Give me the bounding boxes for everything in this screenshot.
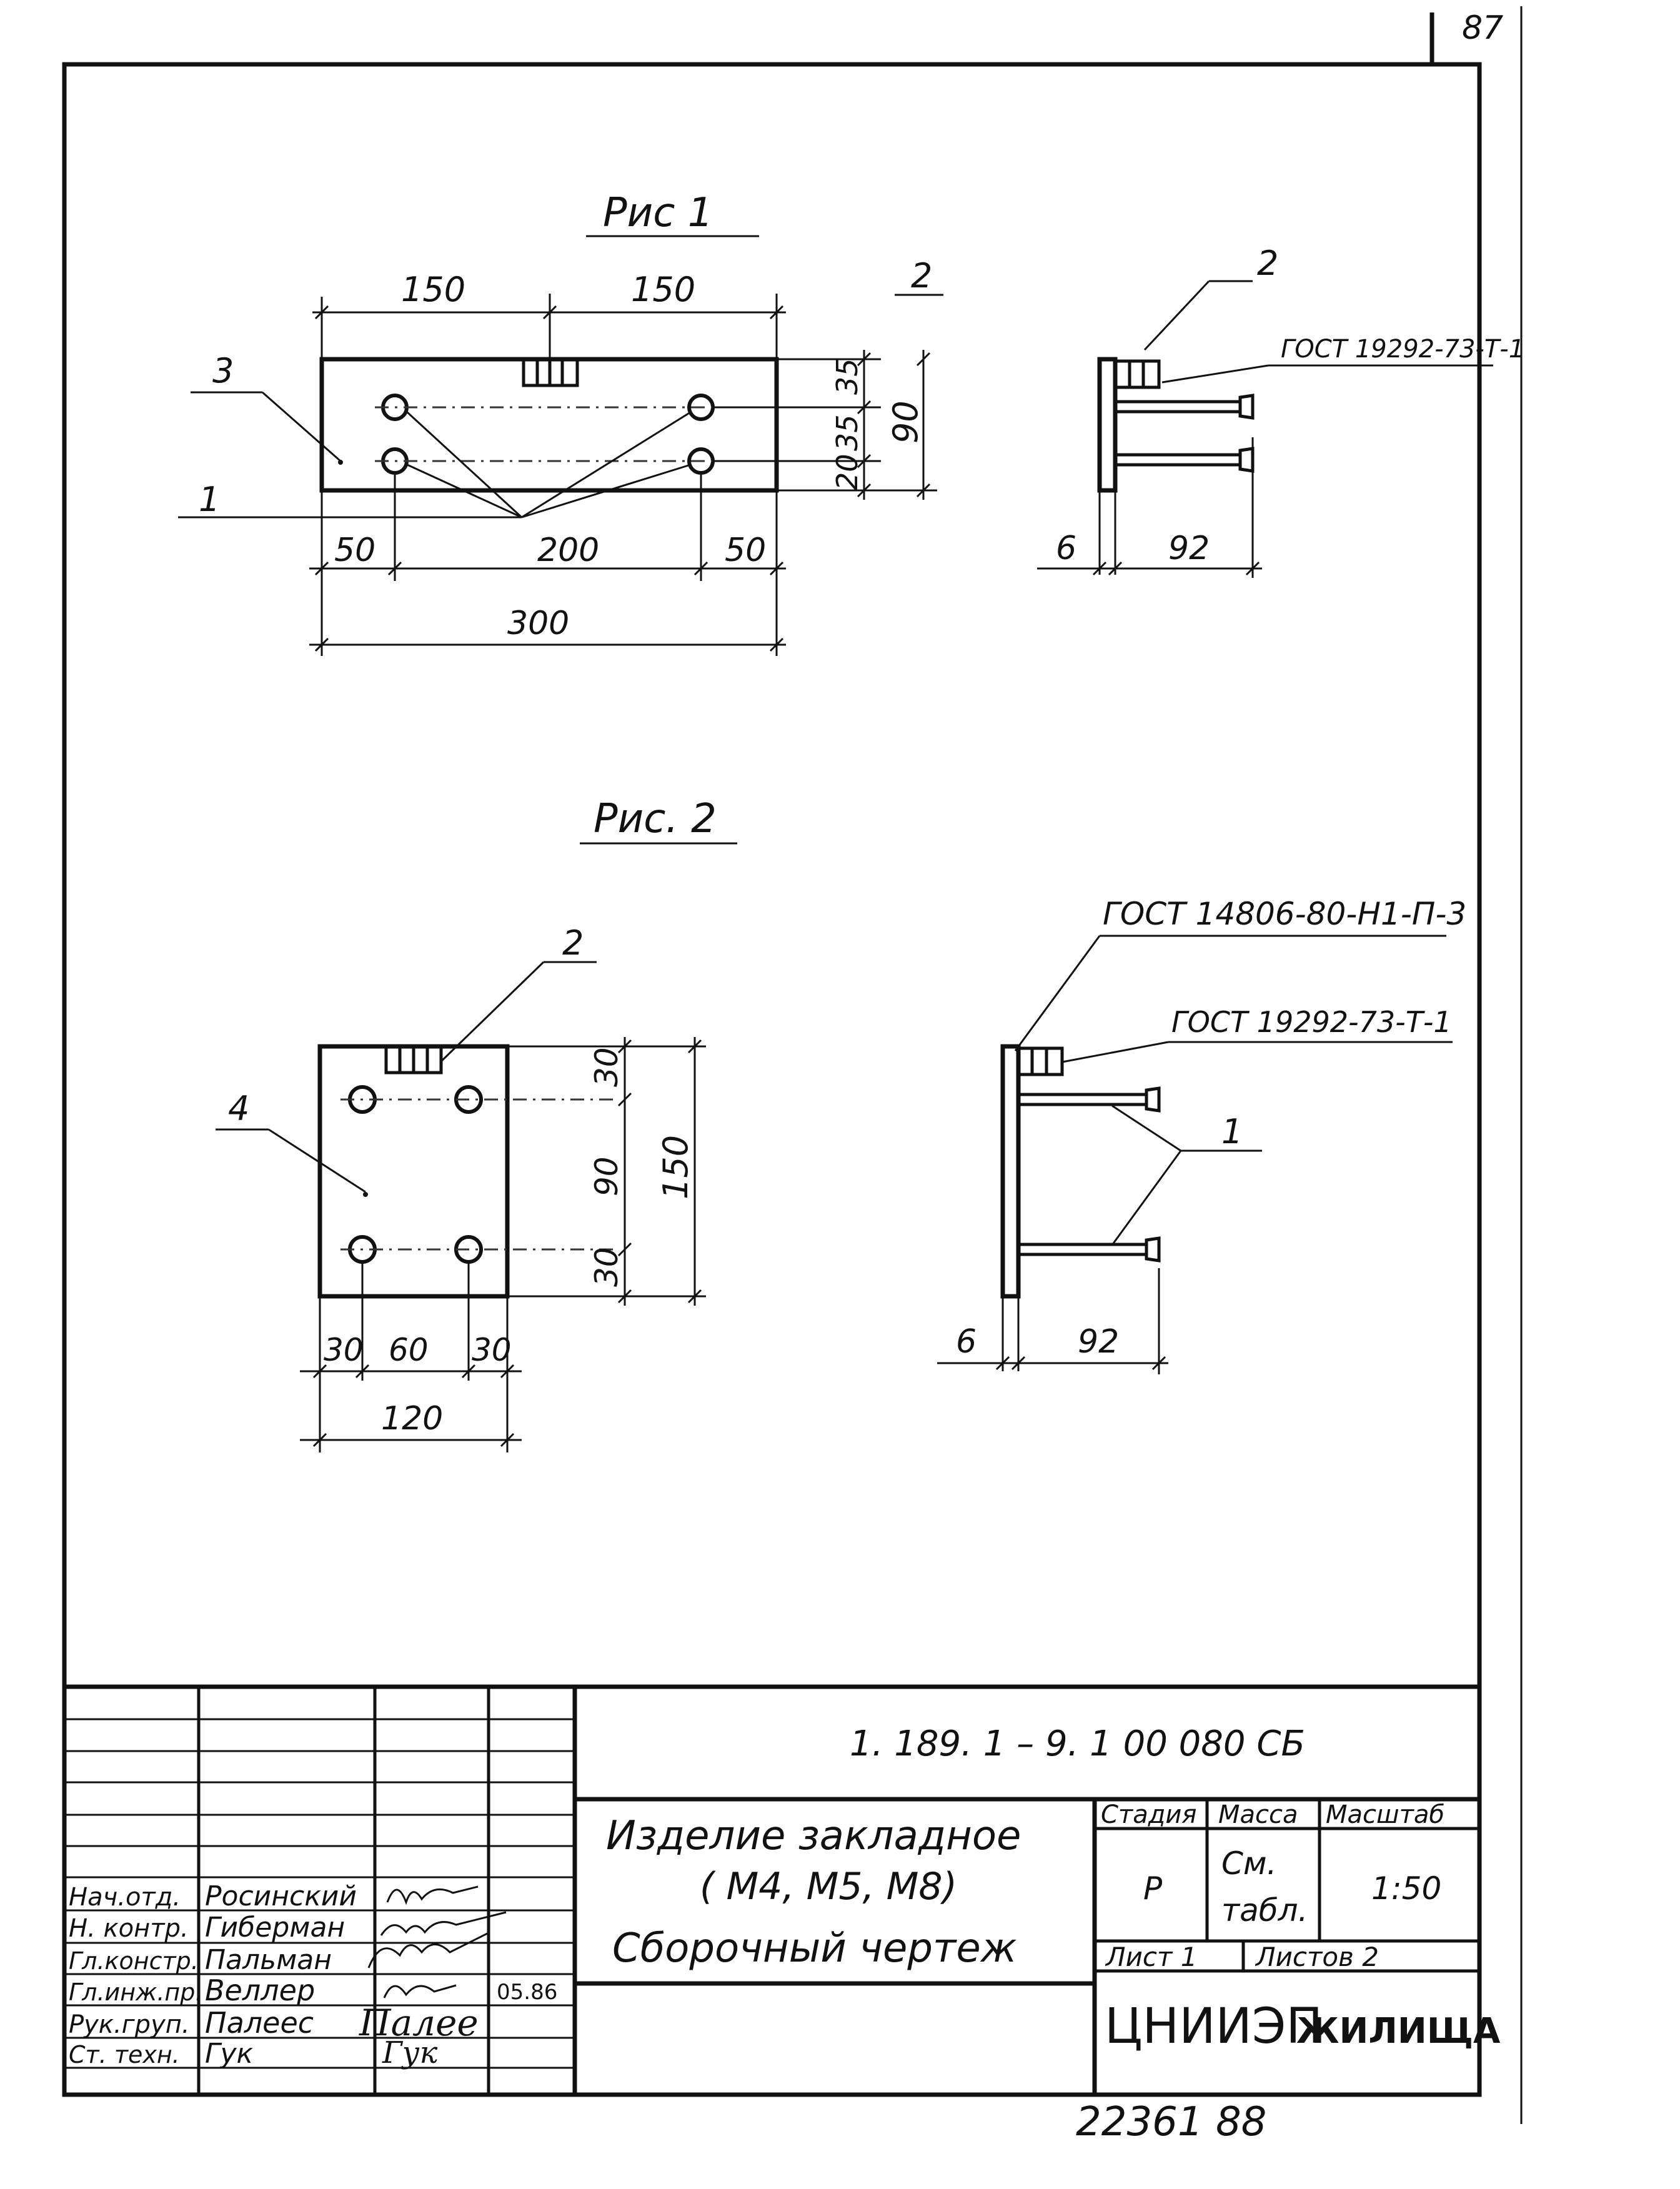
signature-3 (383, 1984, 457, 1998)
sheet-frame (62, 62, 1482, 2097)
dim-90: 90 (589, 1156, 625, 1196)
callout-3: 3 (212, 351, 234, 390)
side-view-1: 6 92 2 ГОСТ 19292-73-Т-1 (1037, 244, 1524, 578)
scale-header: Масштаб (1326, 1800, 1444, 1829)
stage-value: Р (1143, 1870, 1163, 1907)
archive-number: 22361 88 (1076, 2099, 1266, 2145)
dim-50-right: 50 (725, 532, 766, 569)
doc-code: 1. 189. 1 – 9. 1 00 080 СБ (850, 1724, 1305, 1764)
name-3: Веллер (205, 1973, 315, 2007)
dim-150-right: 150 (631, 270, 695, 309)
figure-1: Рис 1 3 1 2 150 (178, 190, 1524, 656)
callout-4: 4 (228, 1089, 249, 1128)
dim-30-top: 30 (589, 1047, 625, 1087)
page-number-box: 87 (1429, 6, 1523, 2124)
sheet-count: Листов 2 (1255, 1942, 1379, 1972)
page-number: 87 (1462, 9, 1503, 47)
dim-150: 150 (656, 1135, 695, 1199)
mass-value-1: См. (1221, 1845, 1277, 1882)
figure-2-title: Рис. 2 (594, 796, 717, 842)
role-5: Ст. техн. (69, 2041, 180, 2068)
side-view-2: 6 92 ГОСТ 14806-80-Н1-П-3 ГОСТ 19292-73-… (937, 896, 1466, 1374)
mass-header: Масса (1218, 1800, 1298, 1829)
gost-19292: ГОСТ 19292-73-Т-1 (1281, 335, 1524, 364)
title-block: 1. 189. 1 – 9. 1 00 080 СБ Изделие закла… (64, 1684, 1501, 2095)
drawing-type: Сборочный чертеж (612, 1925, 1017, 1972)
callout-1: 1 (1221, 1112, 1243, 1151)
sheet-number: Лист 1 (1105, 1942, 1198, 1972)
dim-92: 92 (1078, 1323, 1119, 1361)
signature-2 (367, 1932, 488, 1968)
signature-rows: Нач.отд. Росинский Н. контр. Гиберман Гл… (69, 1880, 557, 2070)
gost-14806: ГОСТ 14806-80-Н1-П-3 (1103, 896, 1466, 932)
mass-value-2: табл. (1221, 1892, 1308, 1928)
product-marks: ( М4, М5, М8) (700, 1865, 957, 1909)
callout-1: 1 (199, 480, 220, 519)
dim-35-mid: 35 (830, 414, 864, 451)
dim-150-left: 150 (401, 270, 465, 309)
dim-92: 92 (1168, 530, 1210, 567)
name-0: Росинский (205, 1880, 357, 1912)
figure-1-title: Рис 1 (603, 190, 713, 236)
dim-90: 90 (886, 400, 925, 444)
organization-name: ЦНИИЭП (1105, 1998, 1323, 2055)
dim-30-right: 30 (472, 1332, 512, 1368)
name-2: Пальман (205, 1944, 332, 1976)
gost-19292: ГОСТ 19292-73-Т-1 (1171, 1005, 1452, 1039)
callout-2: 2 (911, 256, 932, 295)
dim-120: 120 (381, 1400, 443, 1437)
date-3: 05.86 (497, 1980, 557, 2005)
dim-30-bottom: 30 (589, 1247, 625, 1287)
signature-0 (386, 1885, 479, 1905)
role-4: Рук.груп. (69, 2010, 190, 2039)
callout-2-side: 2 (1257, 244, 1278, 283)
dim-50-left: 50 (334, 532, 375, 569)
dim-300: 300 (507, 605, 569, 642)
stage-header: Стадия (1101, 1800, 1196, 1829)
dim-200: 200 (537, 532, 599, 569)
role-2: Гл.констр. (69, 1947, 199, 1975)
dim-6: 6 (1056, 530, 1076, 567)
organization-sub: ЖИЛИЩА (1296, 2011, 1501, 2052)
figure-2: Рис. 2 2 4 30 90 30 150 (216, 796, 1466, 1452)
dim-20: 20 (830, 454, 864, 490)
dim-30-left: 30 (324, 1332, 364, 1368)
role-1: Н. контр. (69, 1914, 189, 1943)
name-5: Гук (205, 2038, 254, 2070)
name-1: Гиберман (205, 1912, 345, 1943)
role-3: Гл.инж.пр. (69, 1978, 202, 2006)
dim-60: 60 (389, 1332, 429, 1368)
product-name: Изделие закладное (606, 1813, 1021, 1859)
callout-2: 2 (562, 923, 584, 963)
signature-4: Палее (359, 2002, 479, 2044)
dim-6: 6 (956, 1323, 977, 1361)
role-0: Нач.отд. (69, 1883, 181, 1912)
signature-1 (380, 1911, 507, 1936)
dim-35-top: 35 (830, 358, 864, 395)
name-4: Палеес (205, 2006, 314, 2040)
scale-value: 1:50 (1371, 1870, 1441, 1907)
signature-5: Гук (382, 2035, 438, 2070)
